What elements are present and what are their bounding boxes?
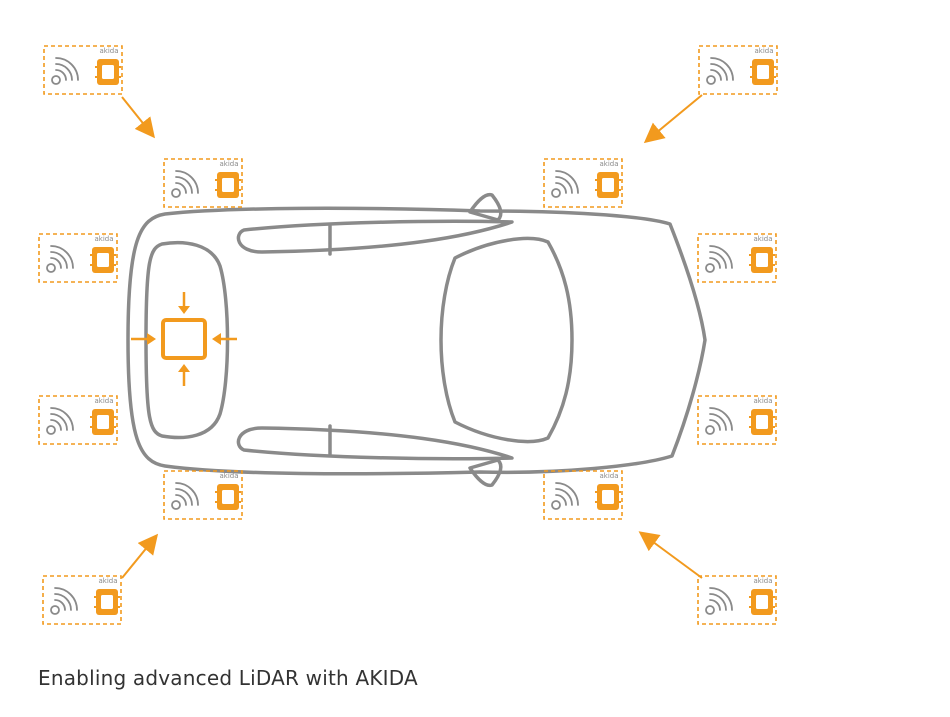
rear-window bbox=[144, 240, 230, 440]
akida-label: akida bbox=[599, 472, 619, 480]
lidar-wave-icon bbox=[705, 407, 733, 435]
chip-icon bbox=[595, 172, 621, 198]
lidar-wave-icon bbox=[50, 587, 78, 615]
chip-icon bbox=[215, 484, 241, 510]
chip-icon bbox=[749, 247, 775, 273]
chip-icon bbox=[749, 589, 775, 615]
lidar-sensor-module-3: akida bbox=[163, 158, 243, 208]
arrow-top-left bbox=[121, 96, 155, 139]
lidar-sensor-module-8: akida bbox=[697, 395, 777, 445]
lidar-wave-icon bbox=[705, 587, 733, 615]
lidar-wave-icon bbox=[551, 170, 579, 198]
akida-label: akida bbox=[753, 397, 773, 405]
lidar-sensor-module-9: akida bbox=[163, 470, 243, 520]
lidar-wave-icon bbox=[51, 57, 79, 85]
lidar-sensor-module-12: akida bbox=[697, 575, 777, 625]
mirror-top bbox=[468, 192, 503, 222]
arrow-bottom-left bbox=[121, 533, 159, 579]
arrow-bottom-right bbox=[638, 531, 703, 579]
mirror-bottom bbox=[468, 458, 503, 488]
car-body bbox=[126, 206, 707, 476]
lidar-wave-icon bbox=[705, 245, 733, 273]
lidar-wave-icon bbox=[171, 170, 199, 198]
side-window-top bbox=[236, 219, 514, 254]
akida-label: akida bbox=[99, 47, 119, 55]
akida-label: akida bbox=[753, 235, 773, 243]
lidar-sensor-module-5: akida bbox=[38, 233, 118, 283]
chip-icon bbox=[215, 172, 241, 198]
chip-icon bbox=[750, 59, 776, 85]
chip-icon bbox=[90, 409, 116, 435]
akida-label: akida bbox=[98, 577, 118, 585]
akida-label: akida bbox=[753, 577, 773, 585]
lidar-sensor-module-6: akida bbox=[697, 233, 777, 283]
akida-label: akida bbox=[599, 160, 619, 168]
lidar-sensor-module-4: akida bbox=[543, 158, 623, 208]
lidar-sensor-module-10: akida bbox=[543, 470, 623, 520]
arrow-top-right bbox=[643, 94, 703, 144]
lidar-wave-icon bbox=[46, 245, 74, 273]
lidar-wave-icon bbox=[551, 482, 579, 510]
chip-icon bbox=[90, 247, 116, 273]
chip-icon bbox=[94, 589, 120, 615]
lidar-sensor-module-2: akida bbox=[698, 45, 778, 95]
lidar-wave-icon bbox=[46, 407, 74, 435]
lidar-wave-icon bbox=[706, 57, 734, 85]
akida-label: akida bbox=[94, 235, 114, 243]
chip-icon bbox=[95, 59, 121, 85]
akida-label: akida bbox=[219, 160, 239, 168]
lidar-sensor-module-7: akida bbox=[38, 395, 118, 445]
akida-label: akida bbox=[754, 47, 774, 55]
figure-caption: Enabling advanced LiDAR with AKIDA bbox=[38, 666, 418, 690]
lidar-sensor-module-1: akida bbox=[43, 45, 123, 95]
chip-icon bbox=[595, 484, 621, 510]
central-processor-icon bbox=[131, 292, 237, 386]
akida-label: akida bbox=[219, 472, 239, 480]
chip-icon bbox=[749, 409, 775, 435]
akida-label: akida bbox=[94, 397, 114, 405]
side-window-bottom bbox=[236, 426, 514, 461]
lidar-sensor-module-11: akida bbox=[42, 575, 122, 625]
lidar-wave-icon bbox=[171, 482, 199, 510]
windshield bbox=[439, 236, 574, 444]
